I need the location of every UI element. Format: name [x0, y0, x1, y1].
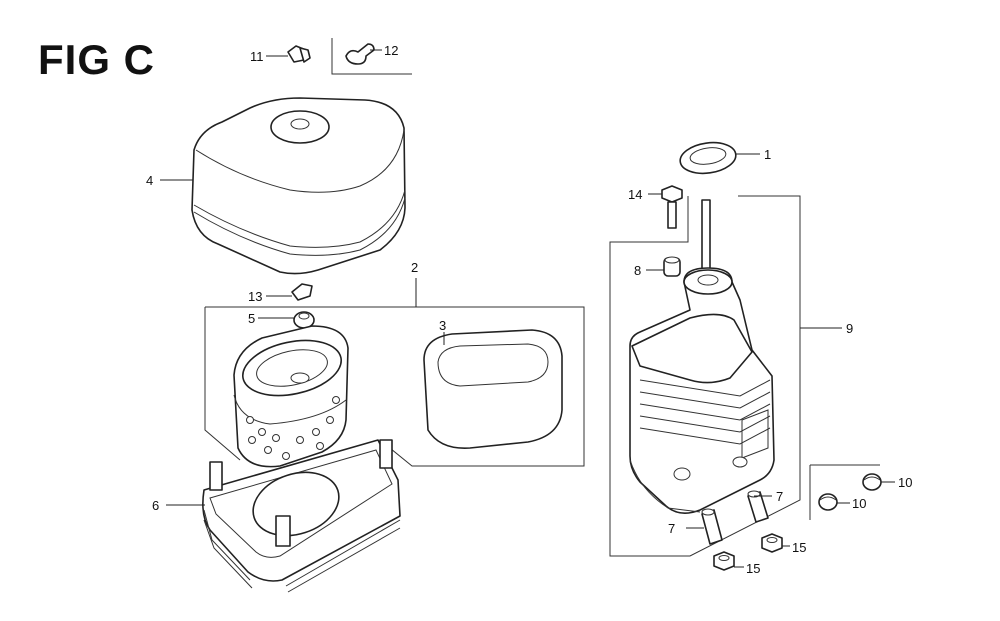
callout-2: 2 [411, 260, 418, 275]
part-10-cap-b[interactable] [818, 493, 838, 511]
bracket-part-2 [204, 306, 585, 467]
callout-5: 5 [248, 311, 255, 326]
part-6-air-cleaner-base[interactable] [202, 439, 401, 593]
part-7-dowel-pin-b[interactable] [701, 508, 723, 545]
callout-7b: 7 [668, 521, 675, 536]
callout-11: 11 [250, 49, 264, 64]
part-11-wing-nut[interactable] [287, 45, 311, 63]
part-9-case-assembly[interactable] [629, 199, 775, 514]
callout-15a: 15 [792, 540, 806, 555]
figure-title: FIG C [38, 36, 155, 83]
bracket-11-12 [331, 38, 412, 75]
callout-12: 12 [384, 43, 398, 58]
callout-9: 9 [846, 321, 853, 336]
callout-1: 1 [764, 147, 771, 162]
bracket-part-10 [809, 464, 880, 520]
bracket-part-9 [609, 195, 801, 557]
part-13-wing-nut[interactable] [291, 283, 313, 301]
callout-14: 14 [628, 187, 642, 202]
callout-10b: 10 [852, 496, 866, 511]
part-1-gasket[interactable] [678, 139, 738, 177]
callout-15b: 15 [746, 561, 760, 576]
callout-10a: 10 [898, 475, 912, 490]
part-8-cap[interactable] [663, 256, 681, 277]
callout-4: 4 [146, 173, 153, 188]
callout-8: 8 [634, 263, 641, 278]
callout-7a: 7 [776, 489, 783, 504]
part-5-grommet[interactable] [293, 311, 315, 329]
callout-6: 6 [152, 498, 159, 513]
part-10-cap-a[interactable] [862, 473, 882, 491]
part-12-wing-bolt[interactable] [345, 43, 375, 65]
part-3-foam-filter[interactable] [423, 329, 563, 449]
part-4-air-cleaner-cover[interactable] [191, 97, 406, 275]
part-15-nut-b[interactable] [713, 551, 735, 571]
part-15-nut-a[interactable] [761, 533, 783, 553]
callout-13: 13 [248, 289, 262, 304]
part-14-bolt[interactable] [661, 185, 683, 229]
callout-3: 3 [439, 318, 446, 333]
part-2-air-filter-element[interactable] [233, 325, 349, 468]
